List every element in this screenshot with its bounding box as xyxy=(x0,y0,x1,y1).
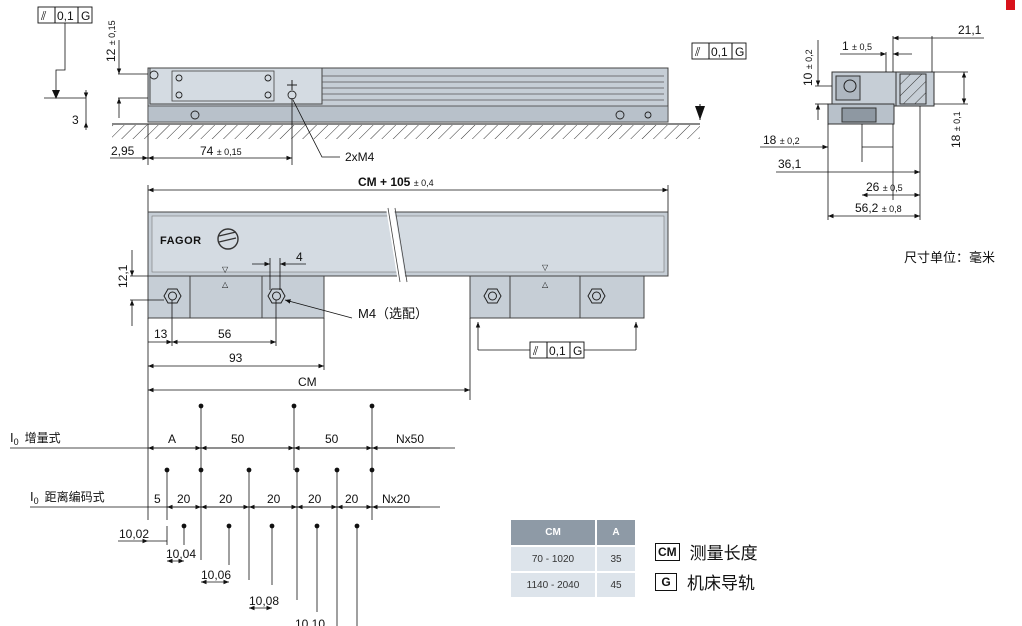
svg-text:0,1: 0,1 xyxy=(57,9,74,23)
dim-3-label: 3 xyxy=(72,113,79,127)
table-cell: 45 xyxy=(596,571,635,597)
dim-10-label: 10 ± 0,2 xyxy=(801,49,815,86)
fagor-logo: FAGOR xyxy=(160,228,239,250)
offset-10-02: 10,02 xyxy=(119,527,149,541)
corner-accent xyxy=(1006,0,1015,10)
svg-text:⫽: ⫽ xyxy=(694,45,701,59)
pitch-50-1: 50 xyxy=(231,432,245,446)
dim-overall-label: CM + 105 ± 0,4 xyxy=(358,175,434,189)
dim-93-label: 93 xyxy=(229,351,243,365)
dim-36-1-label: 36,1 xyxy=(778,157,802,171)
svg-text:⫽: ⫽ xyxy=(40,9,47,23)
dim-56-2-label: 56,2 ± 0,8 xyxy=(855,201,902,215)
legend-key: CM xyxy=(655,542,680,561)
svg-text:G: G xyxy=(81,9,90,23)
thread-note: M4（选配） xyxy=(358,306,428,321)
dim-21-1-label: 21,1 xyxy=(958,23,982,37)
svg-text:G: G xyxy=(735,45,744,59)
section-view: 21,1 1 ± 0,5 10 ± 0,2 18 ± 0,1 18 ± 0,2 … xyxy=(760,23,984,220)
dim-74-label: 74 ± 0,15 xyxy=(200,144,242,158)
coded-pitch-5: 5 xyxy=(154,492,161,506)
table-cell: 1140 - 2040 xyxy=(511,571,597,597)
reading-head-left xyxy=(147,275,325,319)
table-row: 1140 - 2040 45 xyxy=(511,571,635,597)
tolerance-frame-right: ⫽ 0,1 G xyxy=(691,42,747,120)
pitch-50-2: 50 xyxy=(325,432,339,446)
tolerance-frame-top: ⫽ 0,1 G xyxy=(529,341,585,359)
table-cell: 35 xyxy=(596,545,635,572)
legend-text: 机床导轨 xyxy=(687,574,755,593)
offset-10-04: 10,04 xyxy=(166,547,196,561)
coded-pitch-20-2: 20 xyxy=(219,492,233,506)
pitch-a: A xyxy=(168,432,176,446)
machine-base-hatch xyxy=(112,125,700,139)
dim-56-label: 56 xyxy=(218,327,232,341)
svg-text:⫽: ⫽ xyxy=(532,344,539,358)
a-header: A xyxy=(596,520,635,546)
table-row: 70 - 1020 35 xyxy=(511,545,635,572)
pitch-nx50: Nx50 xyxy=(396,432,424,446)
svg-text:FAGOR: FAGOR xyxy=(160,235,202,247)
side-view: 12 ± 0,15 3 ⫽ 0,1 G ⫽ 0,1 G 2,95 74 xyxy=(37,6,747,165)
svg-text:△: △ xyxy=(222,280,229,289)
cm-header: CM xyxy=(511,520,597,546)
reading-head-side xyxy=(149,67,323,105)
dim-13-label: 13 xyxy=(154,327,168,341)
cm-table: CM A 70 - 1020 35 1140 - 2040 45 xyxy=(511,520,635,597)
dim-height-label: 12 ± 0,15 xyxy=(104,20,118,62)
dim-2-95-label: 2,95 xyxy=(111,144,135,158)
bolt-icon xyxy=(163,288,606,304)
offset-10-10: 10,10 xyxy=(295,617,325,626)
dim-12-1-label: 12,1 xyxy=(116,264,130,288)
svg-text:0,1: 0,1 xyxy=(711,45,728,59)
svg-text:▽: ▽ xyxy=(542,263,549,272)
tolerance-frame-left: ⫽ 0,1 G xyxy=(37,6,93,99)
coded-pitch-20-3: 20 xyxy=(267,492,281,506)
dim-1-label: 1 ± 0,5 xyxy=(842,39,872,53)
coded-pitch-20-5: 20 xyxy=(345,492,359,506)
coded-pitch-nx20: Nx20 xyxy=(382,492,410,506)
dim-26-label: 26 ± 0,5 xyxy=(866,180,903,194)
svg-text:△: △ xyxy=(542,280,549,289)
dim-cm-label: CM xyxy=(298,375,317,389)
svg-text:G: G xyxy=(573,344,582,358)
svg-text:0,1: 0,1 xyxy=(549,344,566,358)
coded-pitch-20-4: 20 xyxy=(308,492,322,506)
legend-text: 测量长度 xyxy=(689,544,758,563)
legend-key: G xyxy=(655,572,677,591)
coded-pitch-20-1: 20 xyxy=(177,492,191,506)
table-cell: 70 - 1020 xyxy=(511,545,597,572)
legend-item-g: G 机床导轨 xyxy=(655,569,755,594)
offset-10-08: 10,08 xyxy=(249,594,279,608)
legend-item-cm: CM 测量长度 xyxy=(655,539,758,564)
dim-18a-label: 18 ± 0,2 xyxy=(763,133,800,147)
dim-18b-label: 18 ± 0,1 xyxy=(949,111,963,148)
top-view: CM + 105 ± 0,4 FAGOR ▽ ▽ △ △ 12, xyxy=(116,175,669,400)
reading-head-right xyxy=(469,275,645,319)
thread-label: 2xM4 xyxy=(345,150,375,164)
offset-10-06: 10,06 xyxy=(201,568,231,582)
dim-4-label: 4 xyxy=(296,250,303,264)
svg-text:▽: ▽ xyxy=(222,265,229,274)
units-note: 尺寸单位：毫米 xyxy=(904,250,996,265)
